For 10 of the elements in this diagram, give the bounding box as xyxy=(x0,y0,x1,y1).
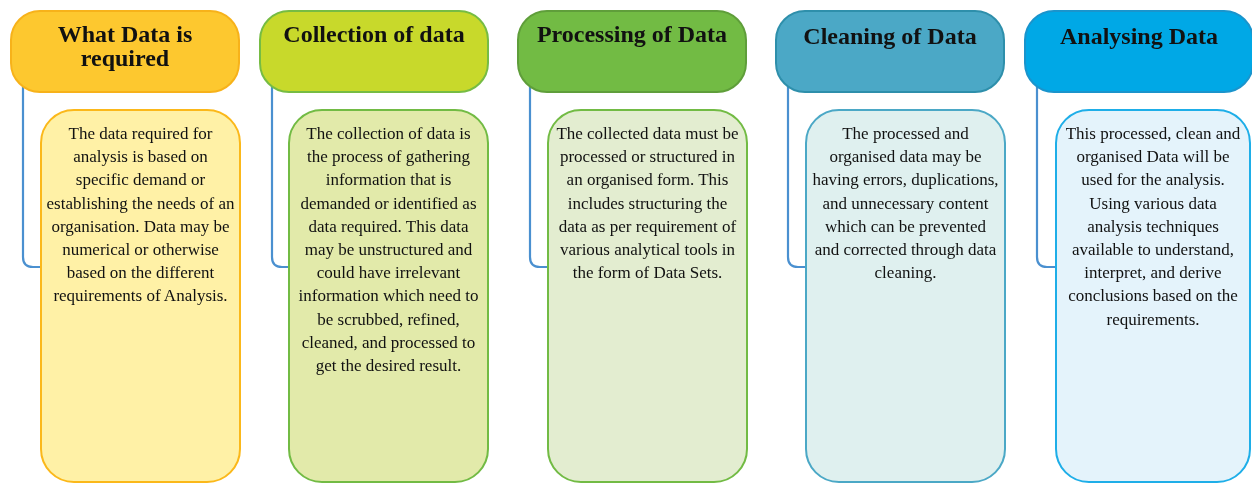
step-heading-box: Processing of Data xyxy=(517,10,747,93)
step-heading-box: Collection of data xyxy=(259,10,489,93)
description-box: This processed, clean and organised Data will be used for the analysis. Using various data analysis techniques available to understand, interpret, and derive conclusions based on the requirements. xyxy=(1055,109,1251,483)
step-heading-box: Analysing Data xyxy=(1024,10,1252,93)
description-box: The processed and organised data may be having errors, duplications, and unnecessary content which can be prevented and corrected through data cleaning. xyxy=(805,109,1006,483)
step-heading-box: What Data is required xyxy=(10,10,240,93)
description-box: The data required for analysis is based on specific demand or establishing the needs of an organisation. Data may be numerical or otherwise based on the different requirements of Analysis. xyxy=(40,109,241,483)
description-box: The collection of data is the process of gathering information that is demanded or identified as data required. This data may be unstructured and could have irrelevant information which need to be scrubbed, refined, cleaned, and processed to get the desired result. xyxy=(288,109,489,483)
step-heading-box: Cleaning of Data xyxy=(775,10,1005,93)
description-box: The collected data must be processed or structured in an organised form. This includes structuring the data as per requirement of various analytical tools in the form of Data Sets. xyxy=(547,109,748,483)
